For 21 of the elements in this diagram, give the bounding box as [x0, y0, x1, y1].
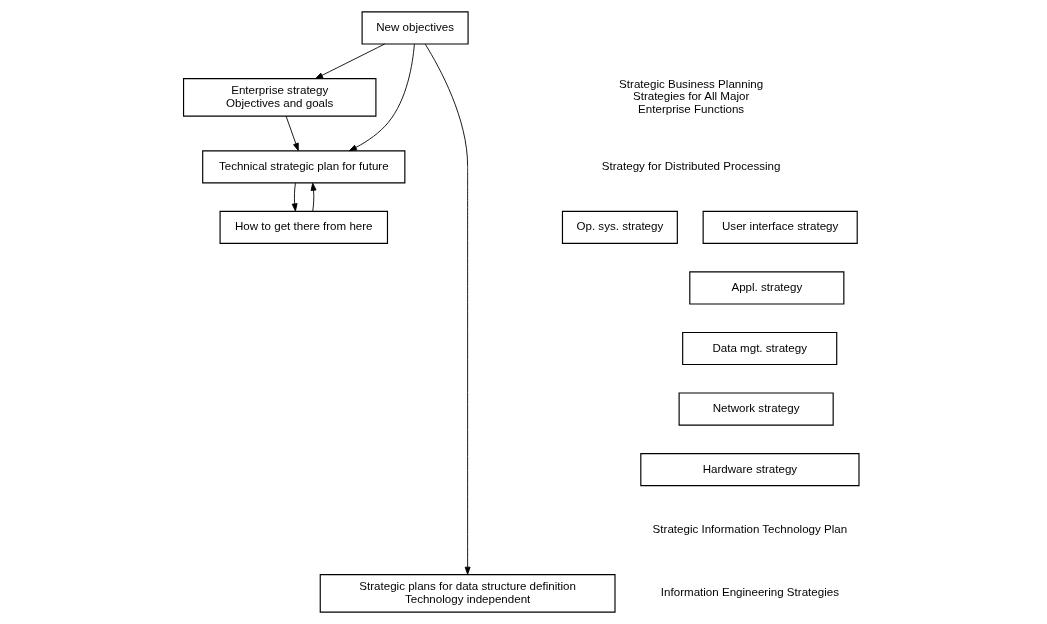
node-box: Strategic plans for data structure definition Technology independent	[319, 574, 616, 613]
node-box: Enterprise strategy Objectives and goals	[183, 78, 377, 117]
node-box: New objectives	[361, 11, 469, 45]
arrow	[315, 43, 386, 80]
arrow	[348, 43, 415, 152]
arrow	[310, 182, 317, 212]
node-box: Network strategy	[678, 392, 834, 426]
label: Information Engineering Strategies	[660, 586, 839, 599]
label: Strategy for Distributed Processing	[601, 159, 781, 172]
node-box: Hardware strategy	[640, 453, 860, 487]
node-box: How to get there from here	[219, 210, 389, 244]
arrow	[424, 43, 471, 575]
arrow	[291, 182, 298, 212]
label: Strategic Information Technology Plan	[652, 523, 848, 536]
node-box: Op. sys. strategy	[561, 210, 678, 244]
arrow	[285, 116, 299, 151]
node-box: Appl. strategy	[689, 271, 845, 305]
node-box: Data mgt. strategy	[682, 331, 838, 366]
node-box: User interface strategy	[702, 210, 858, 244]
label: Strategic Business Planning Strategies for All Major Enterprise Functions	[619, 77, 764, 115]
node-box: Technical strategic plan for future	[202, 150, 406, 184]
